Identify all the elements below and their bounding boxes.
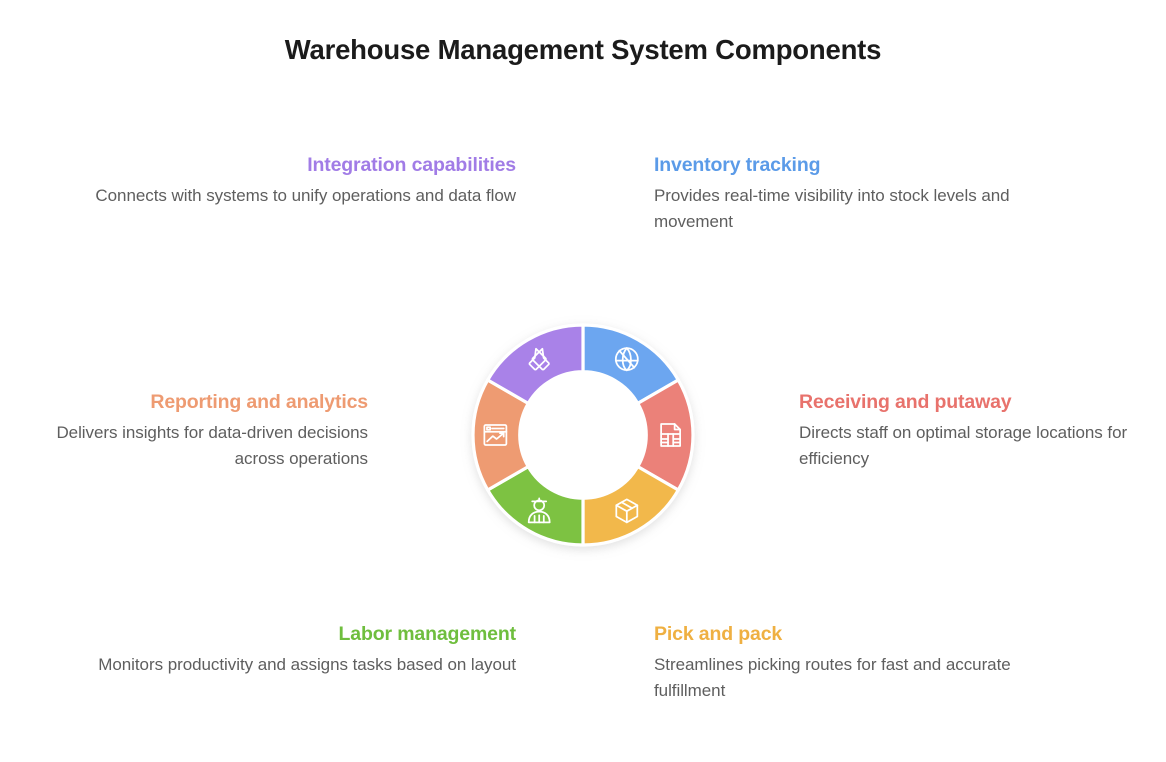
segment-description-integration: Connects with systems to unify operation…: [95, 186, 516, 206]
report-chart-icon: [483, 424, 508, 446]
donut-chart: [416, 258, 750, 612]
segment-heading-receiving: Receiving and putaway: [799, 391, 1012, 413]
segment-label-labor: Labor management Monitors productivity a…: [86, 621, 516, 678]
segment-heading-reporting: Reporting and analytics: [150, 391, 368, 413]
segment-description-receiving: Directs staff on optimal storage locatio…: [799, 423, 1128, 468]
segment-heading-pick: Pick and pack: [654, 623, 783, 645]
page-title: Warehouse Management System Components: [284, 34, 882, 65]
donut-chart-svg: [471, 323, 695, 547]
segment-label-receiving: Receiving and putaway Directs staff on o…: [799, 389, 1129, 472]
worker-person-icon: [527, 497, 551, 524]
donut-ring: [471, 323, 695, 547]
segment-label-inventory: Inventory tracking Provides real-time vi…: [654, 152, 1084, 235]
segment-heading-labor: Labor management: [338, 623, 517, 645]
interlocking-diamonds-icon: [528, 347, 550, 371]
globe-tracking-icon: [614, 347, 639, 372]
donut-segment-integration[interactable]: [486, 323, 585, 405]
segment-label-pick: Pick and pack Streamlines picking routes…: [654, 621, 1084, 704]
segment-description-inventory: Provides real-time visibility into stock…: [654, 186, 1010, 231]
segment-heading-inventory: Inventory tracking: [654, 154, 821, 176]
segment-description-reporting: Delivers insights for data-driven decisi…: [56, 423, 368, 468]
package-box-icon: [615, 498, 639, 524]
segment-heading-integration: Integration capabilities: [307, 154, 516, 176]
segment-label-integration: Integration capabilities Connects with s…: [56, 152, 516, 209]
segment-description-pick: Streamlines picking routes for fast and …: [654, 655, 1011, 700]
warehouse-storage-icon: [660, 423, 681, 447]
donut-center-hole: [520, 372, 646, 498]
segment-description-labor: Monitors productivity and assigns tasks …: [98, 655, 516, 675]
segment-label-reporting: Reporting and analytics Delivers insight…: [40, 389, 368, 472]
